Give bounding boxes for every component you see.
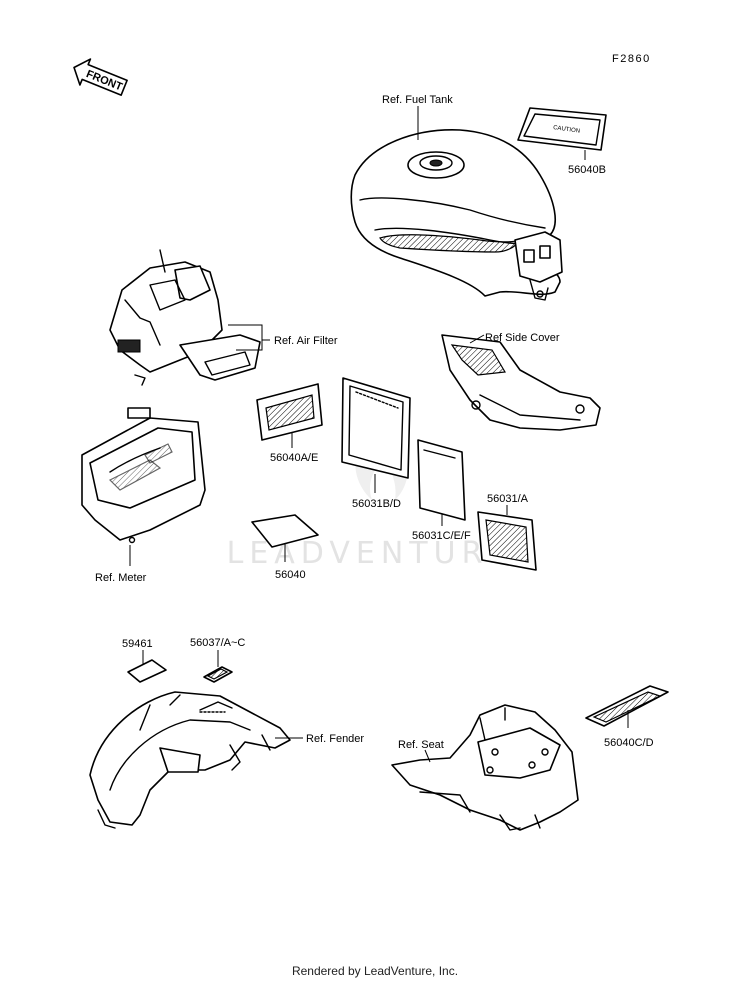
part-56040-label: 56040 [275,569,306,581]
decal-56040c-d [585,685,669,727]
meter-drawing [81,407,206,544]
front-arrow-icon: FRONT [73,58,128,96]
ref-fender-label: Ref. Fender [306,733,364,745]
ref-fuel-tank-label: Ref. Fuel Tank [382,94,453,106]
part-56040a-e-label: 56040A/E [270,452,318,464]
decal-56040 [251,514,319,548]
side-cover-drawing [441,334,601,431]
fender-drawing [89,691,291,829]
part-56031-a-label: 56031/A [487,493,529,505]
caution-decal-text: CAUTION [553,125,581,135]
decal-56031b-d [341,377,411,479]
decal-56037-a-c [203,666,233,683]
ref-side-cover-label: Ref Side Cover [485,332,560,344]
figure-code: F2860 [612,53,651,65]
fuel-tank-drawing [350,129,563,301]
ref-meter-label: Ref. Meter [95,572,147,584]
part-59461-label: 59461 [122,638,153,650]
part-56040c-d-label: 56040C/D [604,737,654,749]
ref-seat-label: Ref. Seat [398,739,444,751]
air-filter-drawing [109,249,261,386]
part-56031b-d-label: 56031B/D [352,498,401,510]
part-56037-a-c-label: 56037/A~C [190,637,245,649]
part-56040b-label: 56040B [568,164,606,176]
ref-air-filter-label: Ref. Air Filter [274,335,338,347]
decal-56031-a [477,511,537,571]
decal-56040a-e [256,383,323,441]
decal-56040b: CAUTION [517,107,607,151]
part-56031c-e-f-label: 56031C/E/F [412,530,471,542]
seat-drawing [391,704,579,831]
footer-credit: Rendered by LeadVenture, Inc. [291,964,459,978]
decal-59461 [127,659,167,683]
decal-56031c-e-f [417,439,466,521]
